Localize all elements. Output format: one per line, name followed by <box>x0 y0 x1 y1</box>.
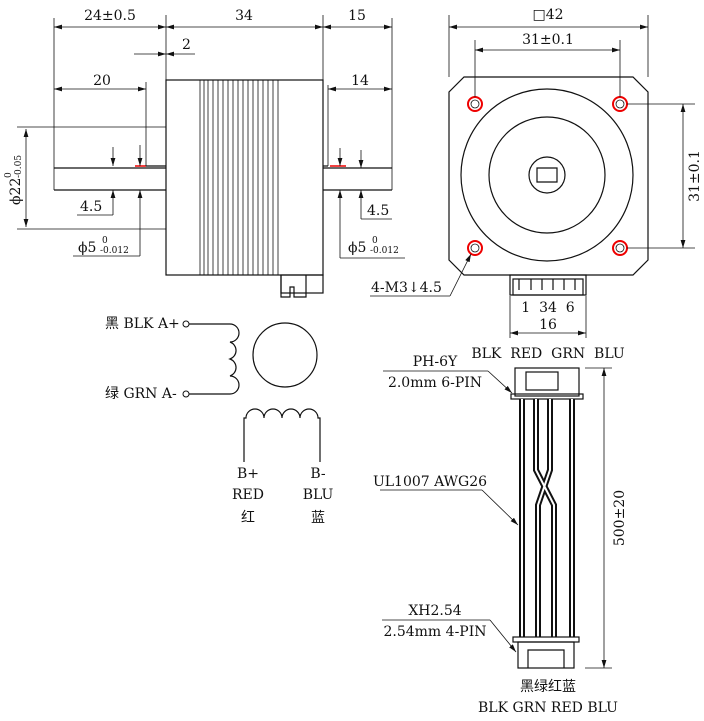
extension-lines <box>17 15 393 230</box>
boss-tol-upper: 0 <box>4 172 14 178</box>
dim-hole-spacing-horizontal: 31±0.1 <box>522 32 574 48</box>
dim-mounting-holes: 4-M3↓4.5 <box>371 280 442 296</box>
label-b-minus-color: BLU <box>303 487 334 503</box>
label-b-plus-color: RED <box>232 487 264 503</box>
shaft-tol-upper: 0 <box>372 236 378 246</box>
flange-square <box>448 76 649 276</box>
dim-boss-diameter: ϕ22 0 -0.05 <box>4 155 24 205</box>
dim-rear-shaft: 15 <box>348 8 366 24</box>
mounting-hole <box>467 240 483 256</box>
flange-circle <box>460 88 634 262</box>
wire-color-labels: BLK RED GRN BLU <box>471 346 625 362</box>
label-b-minus-cn: 蓝 <box>311 510 325 526</box>
coil-a <box>189 323 240 395</box>
dim-hole-spacing-vertical: 31±0.1 <box>687 150 703 202</box>
boss-circle <box>488 116 606 234</box>
terminal-a-plus <box>182 320 190 328</box>
mounting-hole <box>467 96 483 112</box>
dim-shaft-dia-front: ϕ5 0 -0.012 <box>78 236 129 256</box>
coil-b <box>243 408 321 462</box>
motor-body <box>165 79 324 276</box>
label-b-plus-cn: 红 <box>241 510 255 526</box>
bottom-connector <box>512 636 580 669</box>
dim-flange: 2 <box>182 37 191 53</box>
dim-square: □42 <box>532 7 563 23</box>
cable-length: 500±20 <box>612 490 628 546</box>
label-b-minus: B- <box>310 466 326 482</box>
dim-shaft-dia-rear: ϕ5 0 -0.012 <box>348 236 399 256</box>
shaft-dia-value: ϕ5 <box>78 240 96 256</box>
dim-flat-depth-front: 4.5 <box>80 199 102 215</box>
label-b-plus: B+ <box>237 466 259 482</box>
shaft-circle <box>528 156 566 194</box>
label-a-minus: 绿 GRN A- <box>105 386 177 402</box>
rotor-symbol <box>252 322 318 388</box>
boss-dia-value: ϕ22 <box>8 178 24 205</box>
dim-connector-width: 16 <box>539 317 557 333</box>
wire-spec: UL1007 AWG26 <box>373 474 487 490</box>
terminal-a-minus <box>182 390 190 398</box>
mounting-hole <box>612 96 628 112</box>
front-shaft <box>54 165 166 191</box>
wire-grn <box>535 399 553 637</box>
shaft-tol-lower: -0.012 <box>100 246 129 256</box>
dim-body-length: 34 <box>235 8 253 24</box>
bottom-connector-spec: 2.54mm 4-PIN <box>383 624 486 640</box>
dim-flat-depth-rear: 4.5 <box>367 203 389 219</box>
top-connector <box>510 367 584 400</box>
label-a-plus: 黑 BLK A+ <box>105 316 180 332</box>
boss-tol-lower: -0.05 <box>14 155 24 178</box>
shaft-tol-lower: -0.012 <box>370 246 399 256</box>
mounting-holes <box>467 96 628 256</box>
front-dimension-lines <box>370 15 695 338</box>
shaft-dia-value: ϕ5 <box>348 240 366 256</box>
side-view: 24±0.5 34 15 2 20 14 ϕ22 0 -0.05 4.5 4.5… <box>4 8 405 298</box>
pin-numbers: 1 34 6 <box>521 300 575 316</box>
cable-dimension <box>380 367 612 669</box>
side-connector <box>280 274 324 298</box>
dim-rear-flat-length: 14 <box>351 73 369 89</box>
dim-front-flat-length: 20 <box>93 73 111 89</box>
shaft-flat <box>536 167 558 183</box>
top-connector-spec: 2.0mm 6-PIN <box>388 375 482 391</box>
cable-assembly: PH-6Y 2.0mm 6-PIN UL1007 AWG26 500±20 XH… <box>373 354 628 716</box>
bottom-wire-colors: BLK GRN RED BLU <box>478 700 618 716</box>
bottom-wire-colors-cn: 黑绿红蓝 <box>520 679 576 695</box>
body-ribs <box>199 80 279 275</box>
shaft-tol-upper: 0 <box>102 236 108 246</box>
wiring-schematic: 黑 BLK A+ 绿 GRN A- B+ RED 红 B- BLU 蓝 <box>105 316 334 526</box>
front-connector <box>509 274 587 296</box>
front-view: □42 31±0.1 31±0.1 4-M3↓4.5 1 34 6 16 BLK… <box>370 7 703 362</box>
rear-shaft <box>323 165 392 191</box>
mounting-hole <box>612 240 628 256</box>
wires <box>519 399 575 637</box>
top-connector-model: PH-6Y <box>413 354 458 370</box>
dimension-lines <box>23 24 405 259</box>
bottom-connector-model: XH2.54 <box>408 603 461 619</box>
dim-front-shaft: 24±0.5 <box>84 8 136 24</box>
